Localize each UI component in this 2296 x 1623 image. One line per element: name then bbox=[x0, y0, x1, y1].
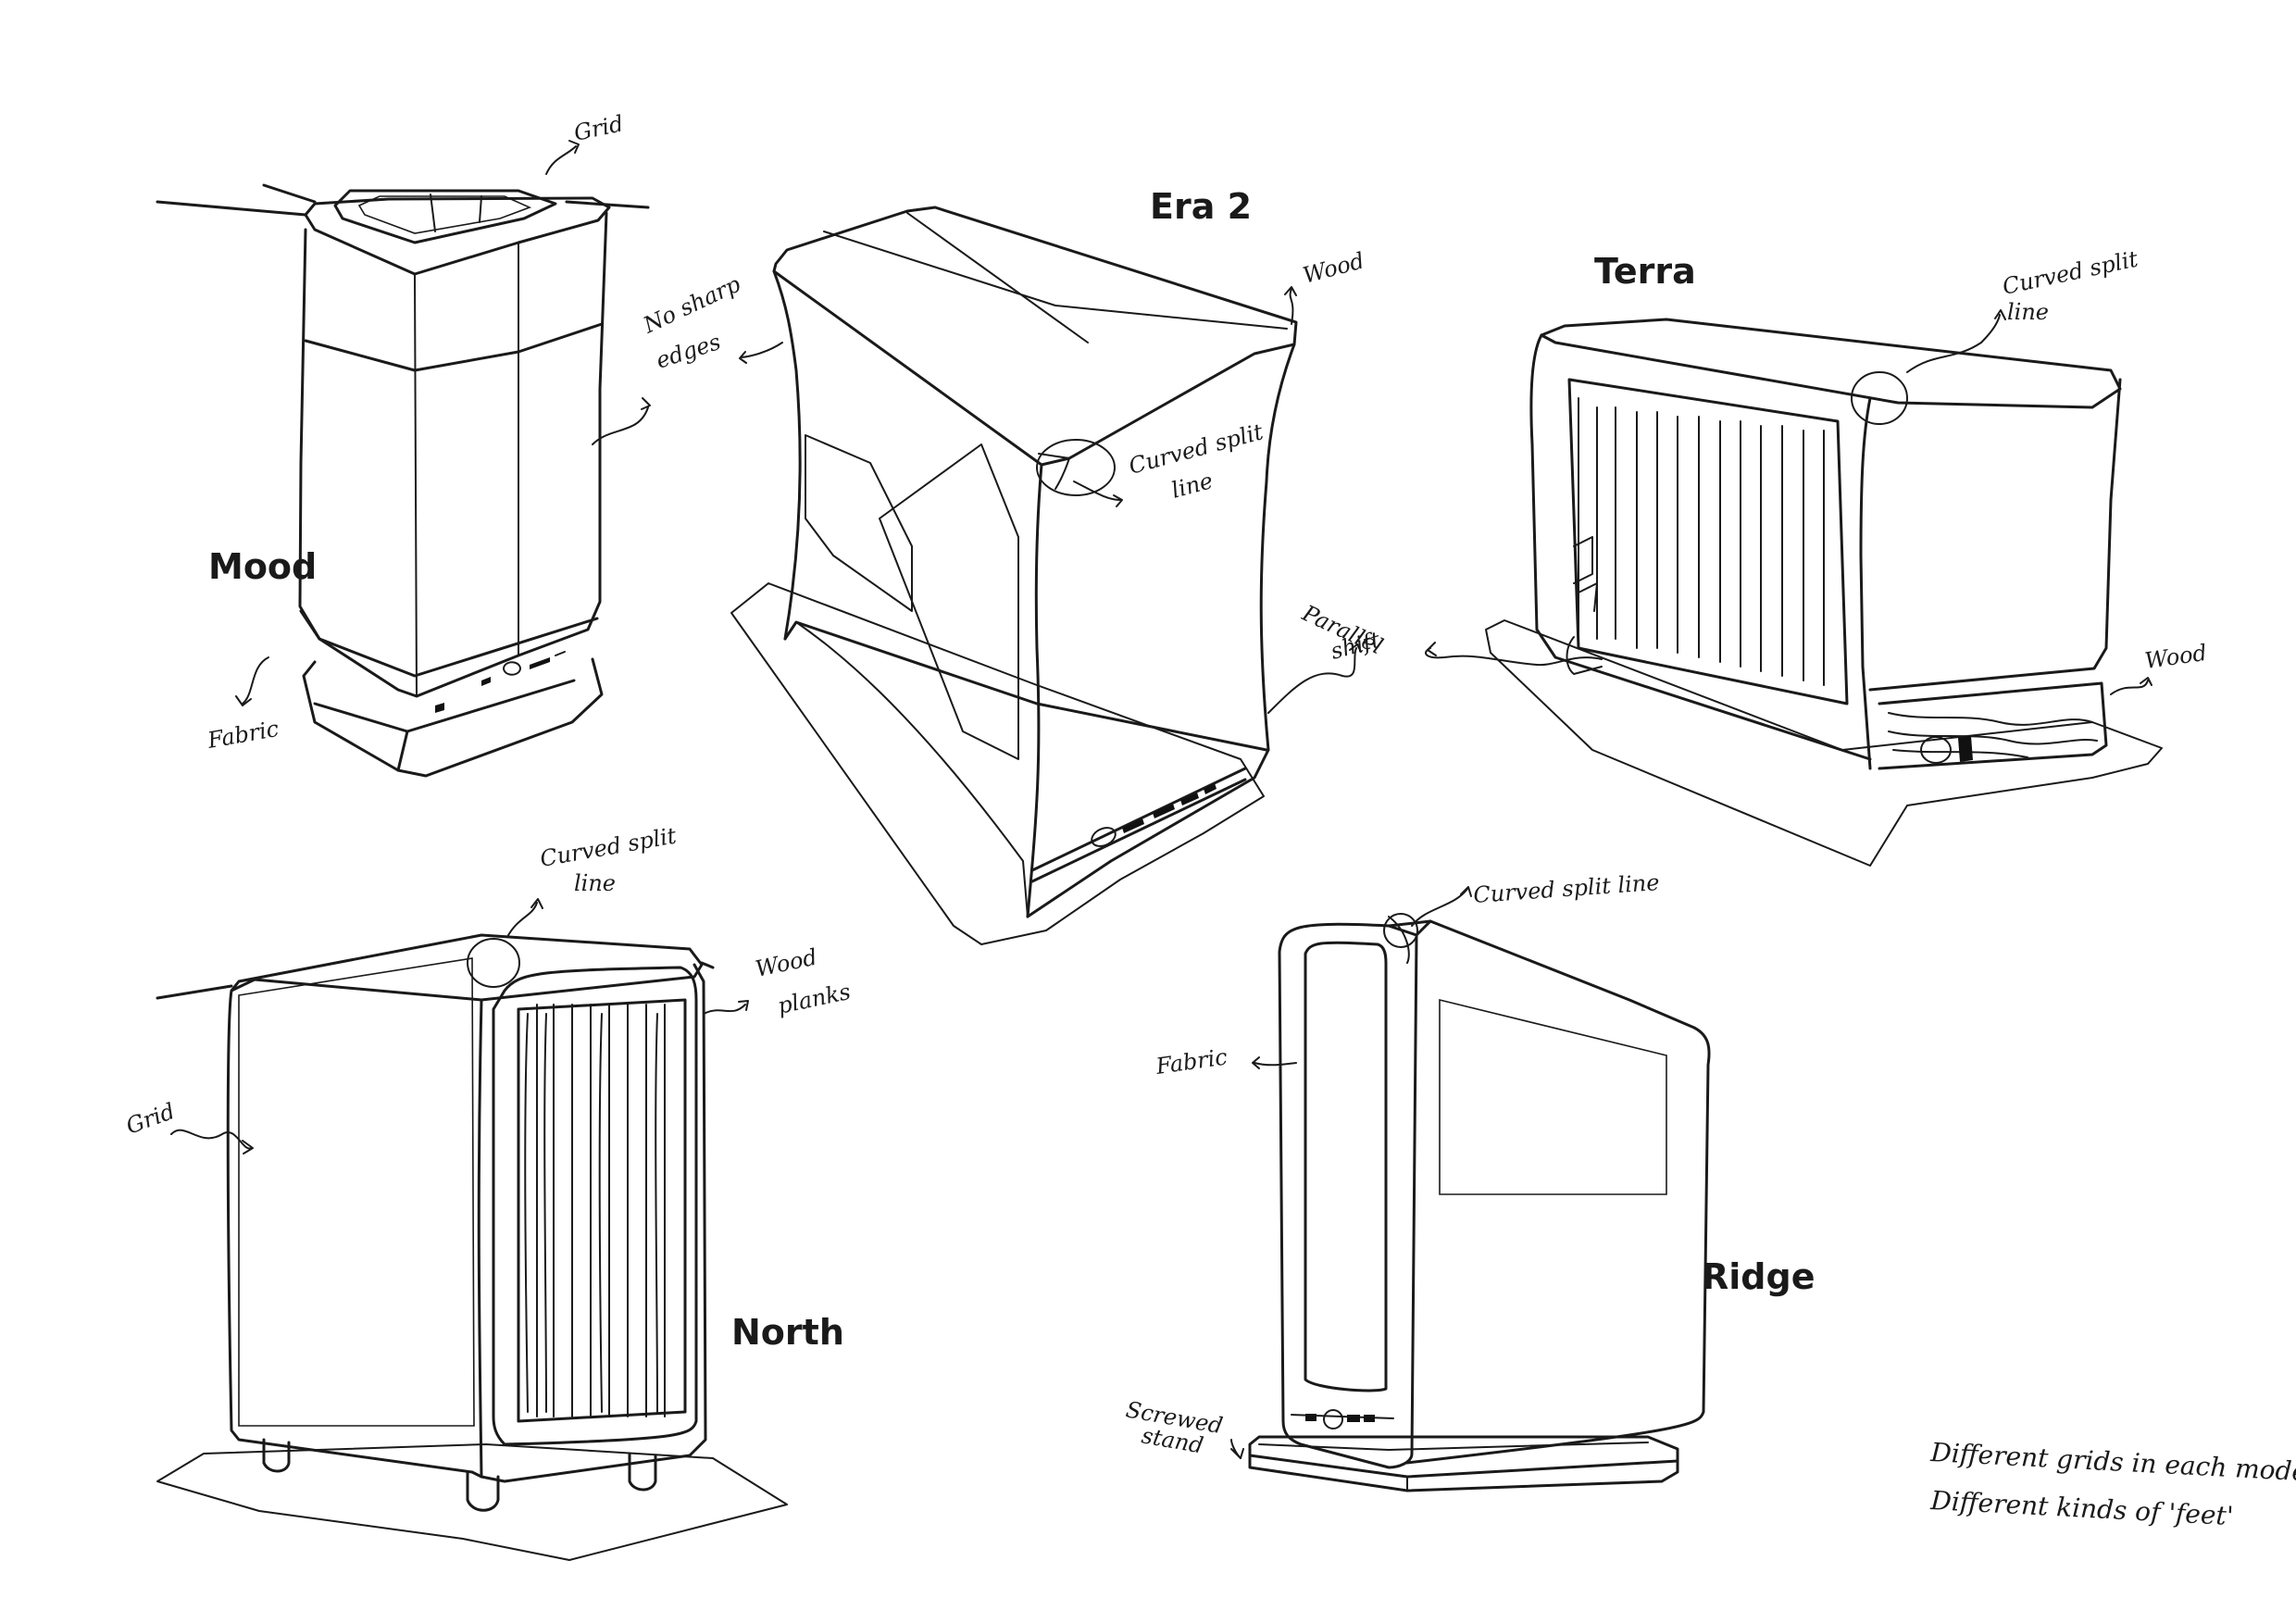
note-terra-curved-2: line bbox=[2007, 299, 2049, 325]
model-label-era2: Era 2 bbox=[1150, 186, 1252, 227]
north-sketch bbox=[156, 898, 788, 1561]
ridge-sketch bbox=[1230, 886, 1711, 1492]
note-era-wood: Wood bbox=[1300, 247, 1366, 288]
north-floor-hatch bbox=[156, 1443, 788, 1561]
terra-wood-block bbox=[1888, 712, 2098, 758]
footnote-line-1: Different grids in each model bbox=[1929, 1437, 2296, 1488]
note-ridge-curved: Curved split line bbox=[1472, 869, 1660, 908]
note-north-curved-1: Curved split bbox=[538, 822, 679, 871]
terra-vent-panel bbox=[1567, 378, 1849, 705]
note-mood-grid: Grid bbox=[571, 110, 625, 146]
note-north-wood-2: planks bbox=[775, 979, 853, 1019]
note-era-curved-2: line bbox=[1168, 468, 1216, 504]
era2-vent-left bbox=[805, 434, 913, 612]
north-wood-frame bbox=[492, 966, 698, 1446]
note-era-no-sharp-1: No sharp bbox=[639, 271, 744, 339]
ridge-fabric-panel bbox=[1304, 942, 1387, 1392]
note-north-curved-2: line bbox=[574, 870, 616, 896]
model-label-north: North bbox=[731, 1312, 844, 1353]
note-terra-curved-1: Curved split bbox=[2000, 245, 2140, 299]
mood-top-grid bbox=[357, 195, 532, 234]
era2-floor-hatch bbox=[730, 582, 1265, 945]
note-north-wood-1: Wood bbox=[753, 943, 819, 981]
note-mood-fabric: Fabric bbox=[205, 716, 281, 754]
note-era-no-sharp-2: edges bbox=[653, 329, 724, 374]
model-label-mood: Mood bbox=[208, 546, 317, 587]
mood-sketch bbox=[156, 140, 651, 778]
note-terra-wood: Wood bbox=[2143, 640, 2209, 674]
note-north-grid: Grid bbox=[122, 1098, 178, 1140]
model-label-ridge: Ridge bbox=[1702, 1256, 1815, 1297]
era2-vent-right bbox=[879, 443, 1019, 760]
north-side-grid bbox=[238, 957, 475, 1427]
model-label-terra: Terra bbox=[1594, 251, 1696, 292]
terra-sketch bbox=[1425, 309, 2163, 867]
terra-floor-hatch bbox=[1485, 619, 2163, 867]
ridge-perforated-panel bbox=[1439, 998, 1667, 1195]
footnote-line-2: Different kinds of 'feet' bbox=[1929, 1485, 2235, 1531]
note-ridge-fabric: Fabric bbox=[1154, 1043, 1229, 1080]
era2-sketch bbox=[730, 206, 1362, 945]
